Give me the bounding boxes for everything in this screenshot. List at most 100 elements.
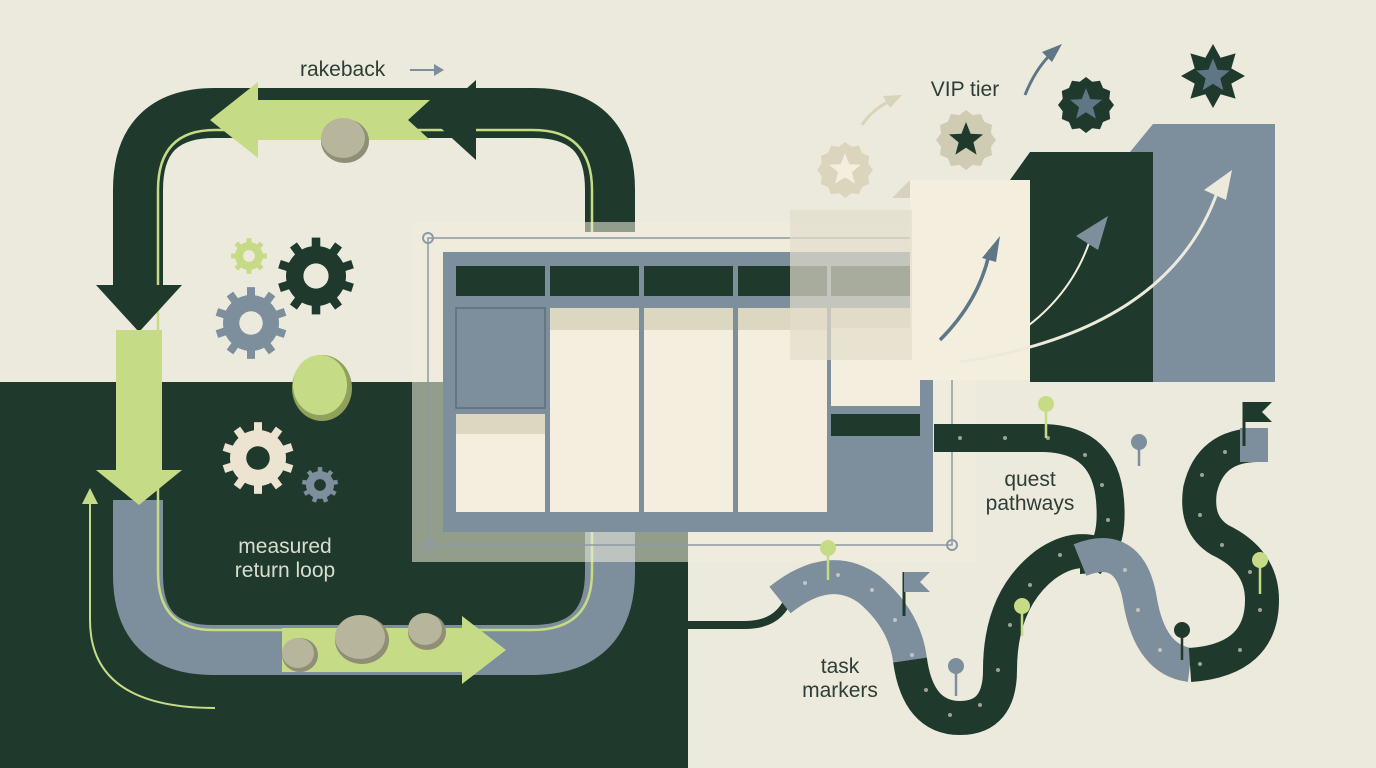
arrow-icon — [982, 236, 1000, 262]
label-task-markers: task markers — [790, 655, 890, 703]
label-task-line2: markers — [802, 679, 878, 702]
path-segment-tick — [893, 618, 897, 622]
quest-pathways — [688, 396, 1280, 736]
star-badges — [817, 44, 1245, 198]
flag-icon — [1242, 402, 1272, 446]
task-marker-pin — [820, 540, 836, 580]
star-badge-icon — [1058, 77, 1114, 133]
path-segment-tick — [1158, 648, 1162, 652]
path-segment-tick — [948, 713, 952, 717]
vip-panel-dark-fold — [1010, 152, 1030, 180]
task-path-slate — [769, 560, 927, 663]
task-path-dark-right — [1182, 428, 1280, 682]
task-marker-pin — [1038, 396, 1054, 438]
task-marker-pin — [1014, 598, 1030, 636]
vip-tier-area — [790, 44, 1275, 382]
path-segment-tick — [1200, 473, 1204, 477]
gear-group — [215, 237, 354, 503]
board-cell — [644, 308, 733, 512]
coin-icon — [321, 118, 369, 163]
growth-curve-1 — [938, 249, 992, 342]
task-marker-pin — [1252, 552, 1268, 594]
label-task-line1: task — [820, 655, 860, 678]
path-segment-tick — [803, 581, 807, 585]
path-segment-tick — [996, 668, 1000, 672]
path-segment-tick — [1136, 608, 1140, 612]
path-segment-tick — [1238, 648, 1242, 652]
vip-panel-back — [790, 210, 912, 360]
rakeback-arrow-icon — [410, 64, 444, 76]
board-cell — [831, 436, 920, 512]
board-outline — [427, 237, 953, 546]
task-path-slate-middle — [1073, 538, 1194, 682]
path-segment-tick — [1248, 570, 1252, 574]
loop-arrow-left-lime — [96, 330, 182, 505]
label-quest-pathways: quest pathways — [970, 468, 1090, 516]
vip-panel-fold — [892, 180, 910, 198]
growth-curve-2 — [944, 239, 1091, 369]
path-segment-tick — [1106, 518, 1110, 522]
arrow-icon — [860, 100, 889, 126]
board-cell-header — [831, 414, 920, 436]
path-segment-tick — [1058, 553, 1062, 557]
path-segment-tick — [836, 573, 840, 577]
path-segment-tick — [924, 688, 928, 692]
coin-icon — [282, 638, 318, 672]
flag-icon — [902, 572, 930, 616]
path-segment-tick — [1220, 543, 1224, 547]
path-segment-tick — [870, 588, 874, 592]
board-cell-band — [550, 308, 639, 330]
path-segment-tick — [1083, 453, 1087, 457]
path-segment-tick — [958, 436, 962, 440]
growth-curve-3 — [959, 189, 1220, 364]
path-segment-tick — [1198, 513, 1202, 517]
path-segment-tick — [1198, 662, 1202, 666]
label-loop-line1: measured — [238, 535, 332, 558]
board-column-header — [550, 266, 639, 296]
arrow-icon — [1023, 53, 1052, 96]
path-segment-tick — [978, 703, 982, 707]
return-loop — [82, 80, 635, 709]
path-segment-tick — [1008, 623, 1012, 627]
board-cell — [550, 308, 639, 512]
gear-icon — [301, 467, 339, 503]
board-handle — [422, 232, 434, 244]
coin-icon — [408, 613, 446, 650]
path-segment-tick — [1003, 436, 1007, 440]
task-marker-pin — [1174, 622, 1190, 660]
path-segment-tick — [1100, 483, 1104, 487]
vip-panel-slate — [1153, 124, 1275, 382]
path-segment-tick — [910, 653, 914, 657]
task-marker-pins — [820, 396, 1268, 696]
star-badge-icon — [1181, 44, 1245, 108]
label-quest-line2: pathways — [985, 492, 1075, 515]
gear-icon — [231, 238, 267, 274]
gear-icon — [222, 422, 294, 494]
path-segment-tick — [1123, 568, 1127, 572]
board-cell — [455, 307, 546, 409]
vip-panel-dark — [1030, 152, 1156, 382]
task-marker-pin — [1131, 434, 1147, 466]
board-column-header — [644, 266, 733, 296]
coin-icon — [335, 615, 389, 664]
loop-arrowhead-left-down — [96, 285, 182, 332]
arrow-icon — [883, 95, 902, 108]
path-segment-tick — [1028, 583, 1032, 587]
board-handle — [946, 539, 958, 551]
board-cell-band — [644, 308, 733, 330]
vip-panel-cream — [910, 180, 1032, 380]
loop-arrowhead-top-right — [432, 80, 476, 160]
label-rakeback: rakeback — [300, 58, 386, 81]
coin-icon — [292, 355, 352, 421]
label-quest-line1: quest — [1004, 468, 1056, 491]
star-badge-icon — [817, 142, 873, 198]
star-badge-icon — [936, 110, 996, 170]
path-segment-tick — [1223, 450, 1227, 454]
label-vip-tier: VIP tier — [930, 78, 1000, 101]
arrow-icon — [1204, 170, 1232, 200]
loop-thin-return-line — [89, 500, 216, 709]
label-measured-return-loop: measured return loop — [210, 535, 360, 583]
loop-thin-return-arrowhead — [82, 488, 98, 504]
board-column-header — [456, 266, 545, 296]
